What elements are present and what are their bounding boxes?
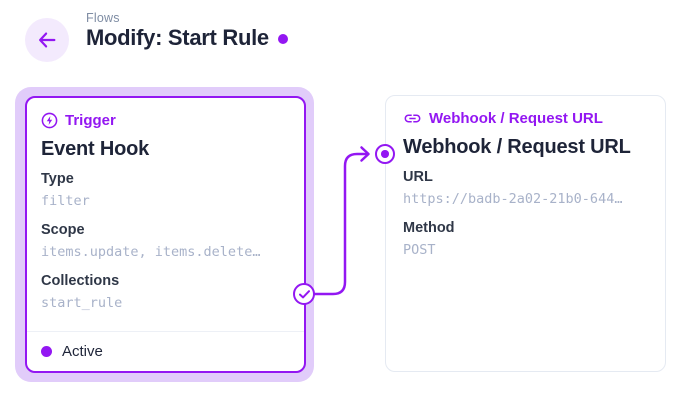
bolt-icon [41,112,58,129]
operation-title: Webhook / Request URL [403,136,631,158]
field-scope: Scope items.update, items.delete… [41,222,261,260]
status-label: Active [62,343,103,360]
trigger-output-handle[interactable] [293,283,315,305]
check-icon [298,289,310,299]
operation-input-handle[interactable] [375,144,395,164]
page-title: Modify: Start Rule [86,25,269,50]
dot-icon [381,150,389,158]
status-row: Active [41,332,290,371]
link-icon [403,109,422,128]
webhook-operation-card[interactable]: Webhook / Request URL Webhook / Request … [385,95,666,372]
field-url: URL https://badb-2a02-21b0-644… [403,169,623,207]
back-button[interactable] [25,18,69,62]
field-collections: Collections start_rule [41,273,123,311]
trigger-card[interactable]: Trigger Event Hook Type filter Scope ite… [25,96,306,373]
page-header: Modify: Start Rule [86,27,288,49]
arrow-left-icon [36,29,58,51]
status-divider [27,330,304,332]
breadcrumb[interactable]: Flows [86,11,120,25]
status-active-dot [41,346,52,357]
operation-panel-label: Webhook / Request URL [403,108,648,128]
field-type: Type filter [41,171,90,209]
field-method: Method POST [403,220,455,258]
trigger-panel-label: Trigger [41,110,290,130]
trigger-title: Event Hook [41,138,150,160]
unsaved-changes-dot [277,34,288,44]
